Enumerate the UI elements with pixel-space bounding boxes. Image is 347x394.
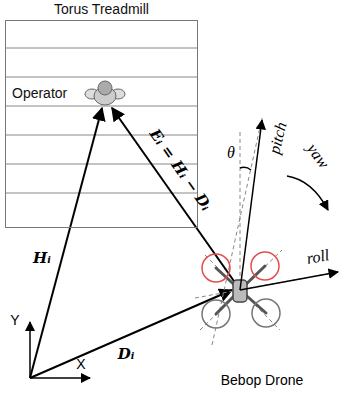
treadmill-box: Torus TreadmillOperator — [5, 20, 198, 228]
box-heading: Torus Treadmill — [54, 1, 149, 17]
figure-label: Operator — [12, 85, 67, 101]
caption-label: Bebop Drone — [221, 373, 304, 387]
angle-label: θ — [227, 145, 235, 161]
vector-label: Dᵢ — [118, 347, 135, 362]
vectors — [30, 108, 236, 378]
axis-label: Y — [10, 313, 19, 327]
treadmill-lines — [5, 48, 198, 193]
axis-label: yaw — [304, 141, 332, 171]
axes — [30, 322, 90, 378]
axis-label: roll — [306, 247, 331, 267]
operator-figure — [85, 81, 125, 105]
attitude-arrows — [240, 120, 338, 290]
axis-label: pitch — [266, 121, 289, 156]
axis-label: X — [76, 357, 85, 371]
vector-label: Hᵢ — [33, 251, 51, 266]
drone-figure — [195, 118, 338, 345]
